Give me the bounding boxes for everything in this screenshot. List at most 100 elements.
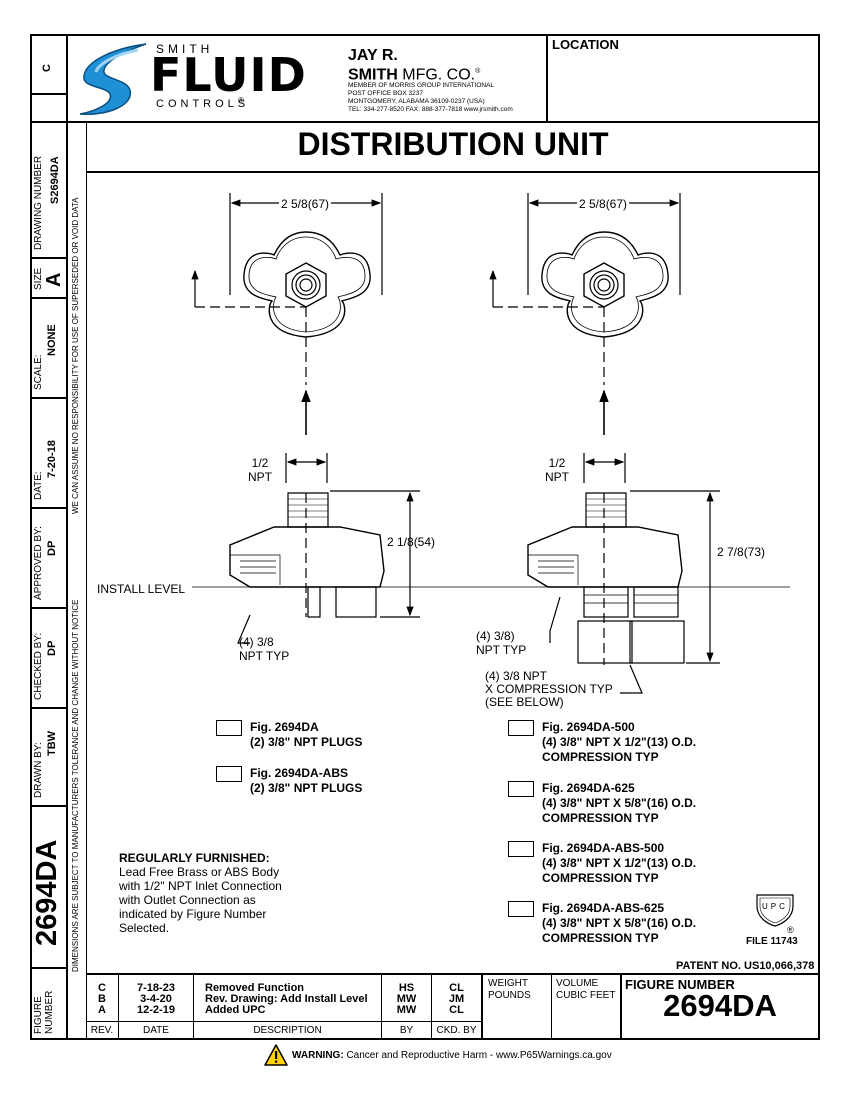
rev-letter: B [98, 993, 106, 1005]
company-reg: ® [475, 68, 481, 75]
drawing-frame [30, 34, 820, 1040]
disclaimer-divider [86, 121, 87, 1040]
rev-ckd: CL [449, 982, 464, 994]
left-npt-note: (4) 3/8 NPT TYP [239, 635, 289, 663]
logo-reg: ® [238, 96, 244, 105]
figure-name: Fig. 2694DA [250, 720, 319, 734]
title-block-top [86, 973, 820, 975]
disclaimer-tolerance: DIMENSIONS ARE SUBJECT TO MANUFACTURERS … [71, 599, 80, 973]
sidebar-sep [30, 397, 66, 399]
figure-name: Fig. 2694DA-ABS [250, 766, 349, 780]
left-npt-note-1: (4) 3/8 [239, 635, 274, 649]
figure-checkbox[interactable] [508, 720, 534, 736]
figure-desc: (2) 3/8" NPT PLUGS [250, 781, 363, 795]
regularly-furnished: REGULARLY FURNISHED: Lead Free Brass or … [119, 851, 282, 935]
npt-half-right-type: NPT [545, 470, 569, 484]
figure-name: Fig. 2694DA-ABS-500 [542, 841, 665, 855]
company-member: MEMBER OF MORRIS GROUP INTERNATIONAL [348, 82, 495, 89]
figure-desc: COMPRESSION TYP [542, 871, 659, 885]
height-dim-left: 2 1/8(54) [387, 535, 436, 549]
figure-checkbox[interactable] [508, 841, 534, 857]
figure-number-value: 2694DA [663, 988, 777, 1023]
drawing-number: S2694DA [49, 156, 61, 204]
compression-note-3: (SEE BELOW) [485, 695, 564, 709]
figure-checkbox[interactable] [216, 720, 242, 736]
drawn-label: DRAWN BY: [33, 742, 44, 798]
figure-name: Fig. 2694DA-500 [542, 720, 635, 734]
date-value: 7-20-18 [46, 440, 58, 478]
volume-label: VOLUME CUBIC FEET [556, 978, 615, 1002]
sidebar-sep [30, 93, 66, 95]
description-header: DESCRIPTION [253, 1025, 322, 1036]
revision-header-line [86, 1021, 482, 1022]
upc-shield-icon [756, 894, 794, 927]
approved-value: DP [46, 540, 58, 556]
right-npt-note-2: NPT TYP [476, 643, 527, 657]
rev-col [381, 973, 382, 1040]
npt-half-left-size: 1/2 [251, 456, 269, 470]
left-top-view [191, 193, 383, 435]
rev-by: HS [398, 982, 415, 994]
figure-checkbox[interactable] [508, 901, 534, 917]
npt-half-left-type: NPT [248, 470, 272, 484]
figure-option: Fig. 2694DA-ABS(2) 3/8" NPT PLUGS [216, 766, 362, 796]
furnished-line: Lead Free Brass or ABS Body [119, 865, 280, 879]
figure-desc: (4) 3/8" NPT X 5/8"(16) O.D. [542, 796, 697, 810]
rev-by: MW [396, 993, 417, 1005]
upc-file: FILE 11743 [746, 936, 798, 947]
sidebar-divider [66, 34, 68, 1040]
upc-mark: UPC [762, 902, 788, 911]
furnished-heading: REGULARLY FURNISHED: [119, 851, 270, 865]
figure-desc: (4) 3/8" NPT X 1/2"(13) O.D. [542, 735, 697, 749]
figure-desc: COMPRESSION TYP [542, 931, 659, 945]
rev-date: 3-4-20 [140, 993, 172, 1005]
drawn-value: TBW [46, 730, 58, 756]
rev-ckd: JM [448, 993, 465, 1005]
warning-triangle-icon [264, 1044, 288, 1066]
furnished-line: indicated by Figure Number [119, 907, 267, 921]
figure-number-label: FIGURE NUMBER [625, 977, 735, 992]
right-side-view [527, 453, 720, 694]
sidebar-sep [30, 707, 66, 709]
rev-by: MW [396, 1004, 417, 1016]
rev-ckd-col: CL JM CL [432, 983, 481, 1016]
sidebar-sep [30, 121, 820, 123]
figure-option: Fig. 2694DA-625(4) 3/8" NPT X 5/8"(16) O… [508, 781, 696, 826]
drawing-number-label: DRAWING NUMBER [33, 155, 44, 250]
company-line2: SMITH MFG. CO.® [348, 63, 480, 84]
approved-label: APPROVED BY: [33, 526, 44, 600]
compression-note: (4) 3/8 NPT X COMPRESSION TYP (SEE BELOW… [485, 670, 613, 709]
rev-desc-col: Removed Function Rev. Drawing: Add Insta… [205, 983, 368, 1016]
sidebar-sep [30, 607, 66, 609]
sidebar-big-number: 2694DA [31, 839, 63, 946]
technical-drawing [191, 193, 790, 694]
furnished-line: Selected. [119, 921, 170, 935]
location-label: LOCATION [552, 37, 619, 52]
date-header: DATE [143, 1025, 169, 1036]
patent-number: PATENT NO. US10,066,378 [676, 960, 815, 972]
install-level-label: INSTALL LEVEL [97, 582, 189, 596]
sidebar-sep [30, 507, 66, 509]
npt-half-right: 1/2 NPT [545, 456, 569, 484]
rev-desc: Removed Function [205, 982, 305, 994]
company-smith: SMITH [348, 66, 398, 84]
weight-line1: WEIGHT [488, 978, 528, 989]
figure-checkbox[interactable] [216, 766, 242, 782]
warning-text: WARNING: Cancer and Reproductive Harm - … [292, 1050, 612, 1061]
weight-line2: POUNDS [488, 990, 531, 1001]
logo-fluid: FLUID [150, 48, 307, 102]
figure-checkbox[interactable] [508, 781, 534, 797]
figure-name: Fig. 2694DA-ABS-625 [542, 901, 665, 915]
right-npt-note-1: (4) 3/8) [476, 629, 515, 643]
figure-desc: (2) 3/8" NPT PLUGS [250, 735, 363, 749]
rev-col [193, 973, 194, 1040]
figure-desc: COMPRESSION TYP [542, 750, 659, 764]
right-npt-note: (4) 3/8) NPT TYP [476, 629, 526, 657]
sidebar-rev-letter: C [41, 64, 53, 72]
sidebar-sep [30, 967, 66, 969]
rev-header: REV. [90, 1025, 114, 1036]
height-dim-right: 2 7/8(73) [717, 545, 766, 559]
by-header: BY [399, 1025, 414, 1036]
figure-desc: (4) 3/8" NPT X 1/2"(13) O.D. [542, 856, 697, 870]
weight-col [551, 973, 552, 1040]
